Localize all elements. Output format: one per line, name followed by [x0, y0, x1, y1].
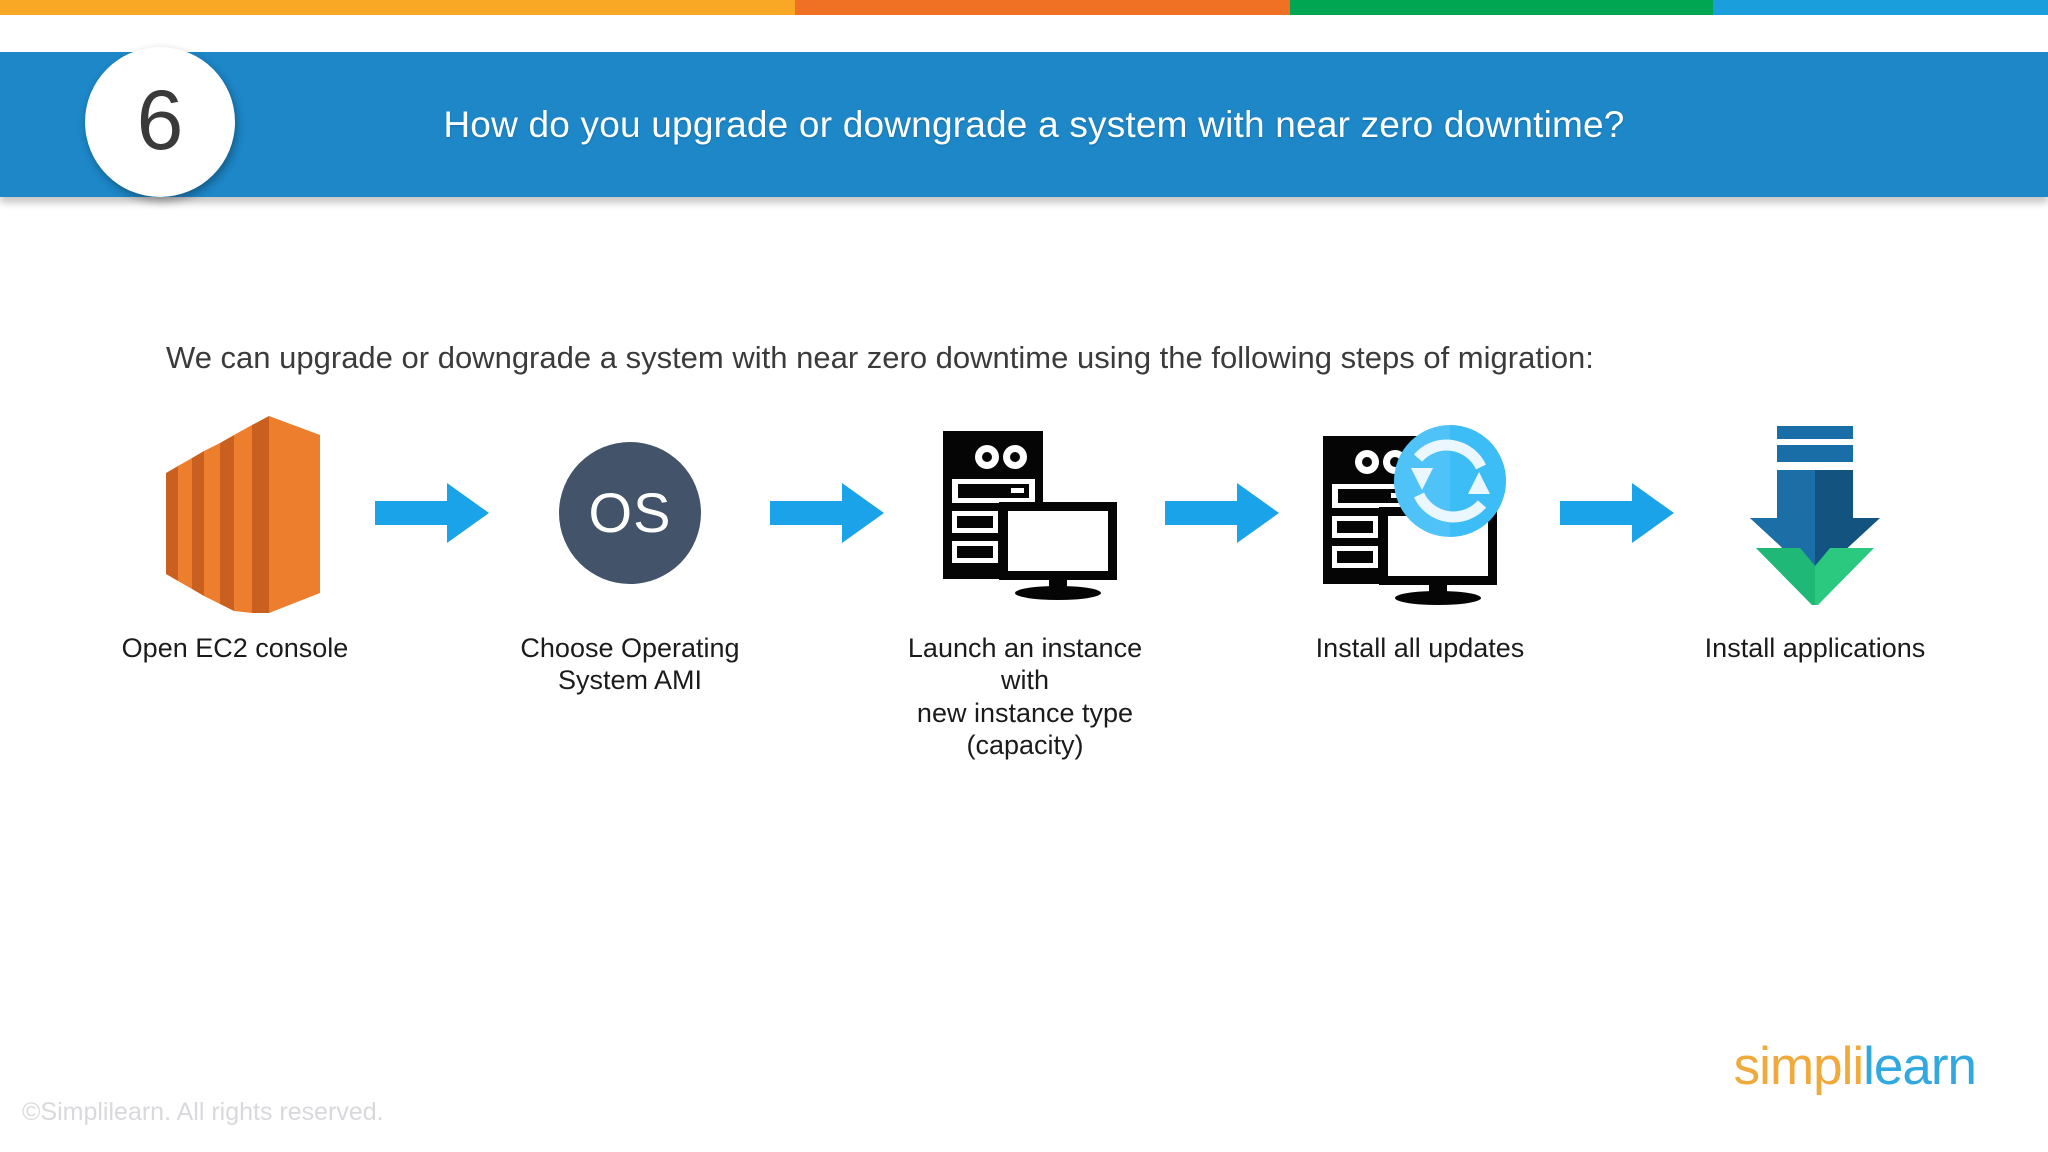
os-circle-text: OS	[588, 481, 672, 544]
logo-part-simpl: simpl	[1733, 1037, 1854, 1096]
step-label: Open EC2 console	[121, 633, 349, 663]
flow-arrow-4	[1545, 405, 1690, 620]
step-label: Install all updates	[1315, 633, 1525, 663]
step-open-ec2-console: Open EC2 console	[110, 405, 360, 664]
os-circle-shape: OS	[559, 441, 701, 584]
aws-ec2-icon	[148, 405, 323, 620]
page-title: How do you upgrade or downgrade a system…	[443, 103, 1625, 145]
slide-number-text: 6	[136, 73, 184, 167]
flow-arrow-2	[755, 405, 900, 620]
step-install-applications: Install applications	[1690, 405, 1940, 664]
intro-paragraph: We can upgrade or downgrade a system wit…	[166, 340, 1594, 375]
step-label: Install applications	[1704, 633, 1926, 663]
logo-part-learn: learn	[1863, 1037, 1977, 1096]
simplilearn-logo: simplilearn	[1733, 1037, 1977, 1096]
strip-segment-orange	[795, 0, 1290, 15]
download-arrow-icon	[1740, 405, 1890, 620]
step-install-updates: Install all updates	[1295, 405, 1545, 664]
server-monitor-icon	[925, 405, 1125, 620]
flow-arrow-3	[1150, 405, 1295, 620]
strip-segment-yellow	[0, 0, 795, 15]
step-label: Choose Operating System AMI	[520, 633, 740, 696]
top-color-strip	[0, 0, 2048, 15]
step-label: Launch an instance with new instance typ…	[907, 633, 1143, 761]
migration-steps-flow: Open EC2 console OS Choose Operating Sys…	[110, 405, 1960, 762]
step-choose-os-ami: OS Choose Operating System AMI	[505, 405, 755, 697]
step-launch-instance: Launch an instance with new instance typ…	[900, 405, 1150, 762]
strip-segment-green	[1290, 0, 1713, 15]
header-banner: How do you upgrade or downgrade a system…	[0, 52, 2048, 197]
server-monitor-refresh-icon	[1313, 405, 1528, 620]
flow-arrow-1	[360, 405, 505, 620]
slide-number-badge: 6	[85, 47, 235, 197]
strip-segment-blue	[1713, 0, 2048, 15]
os-circle-icon: OS	[559, 405, 701, 620]
logo-part-i: i	[1852, 1037, 1864, 1096]
copyright-text: ©Simplilearn. All rights reserved.	[22, 1098, 384, 1126]
